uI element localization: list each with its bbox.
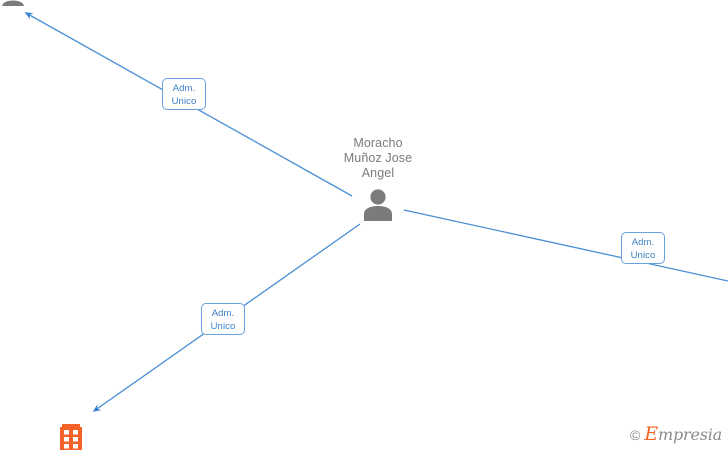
brand-initial: E xyxy=(644,423,658,445)
person-icon xyxy=(2,0,24,6)
watermark: © Empresia xyxy=(630,423,722,445)
center-person-node[interactable]: Moracho Muñoz Jose Angel xyxy=(308,136,448,221)
copyright-symbol: © xyxy=(630,427,641,443)
brand-name: Empresia xyxy=(644,423,722,445)
partial-person-node[interactable] xyxy=(0,0,26,6)
edge-label-adm-unico-1[interactable]: Adm. Unico xyxy=(162,78,206,110)
edge-label-adm-unico-3[interactable]: Adm. Unico xyxy=(201,303,245,335)
center-person-label: Moracho Muñoz Jose Angel xyxy=(343,136,413,180)
edge-to-right-entity xyxy=(403,209,728,282)
brand-rest: mpresia xyxy=(658,425,722,444)
edge-label-adm-unico-2[interactable]: Adm. Unico xyxy=(621,232,665,264)
company-node[interactable] xyxy=(59,424,83,450)
person-icon xyxy=(364,189,392,221)
building-icon xyxy=(60,424,82,450)
